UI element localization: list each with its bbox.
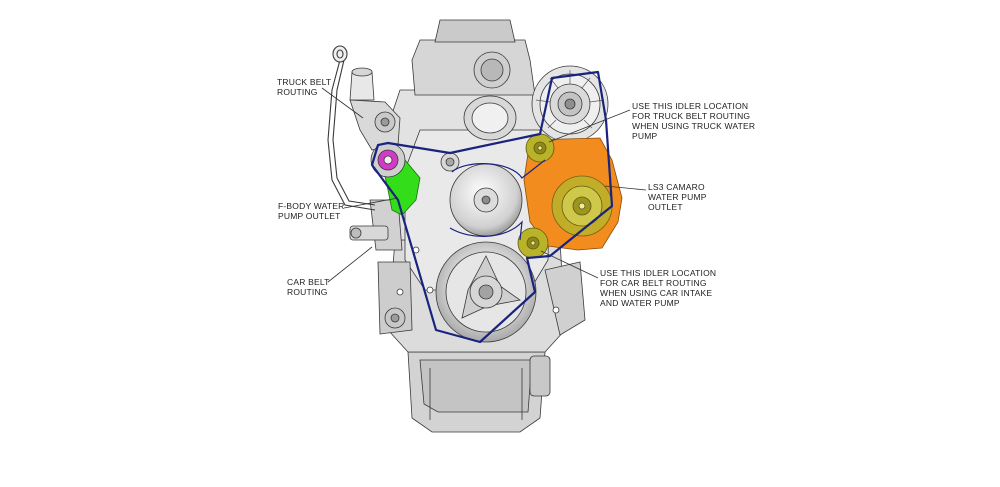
tensioner-pulley xyxy=(370,142,406,178)
callout-car-belt-routing: CAR BELT ROUTING xyxy=(287,277,330,297)
dipstick xyxy=(327,45,376,211)
callout-line: CAR BELT xyxy=(287,277,330,287)
callout-line: ROUTING xyxy=(277,87,318,97)
leader-fbody-outlet xyxy=(343,197,399,209)
callout-line: ROUTING xyxy=(287,287,328,297)
ls3-water-pump xyxy=(551,175,613,237)
callout-truck-belt-routing: TRUCK BELT ROUTING xyxy=(277,77,331,97)
callout-line: PUMP OUTLET xyxy=(278,211,341,221)
callout-line: WHEN USING CAR INTAKE xyxy=(600,288,713,298)
small-idler-pulley xyxy=(440,152,460,172)
callout-fbody-water-pump-outlet: F-BODY WATER PUMP OUTLET xyxy=(278,201,344,221)
callout-line: PUMP xyxy=(632,131,658,141)
callout-line: USE THIS IDLER LOCATION xyxy=(600,268,717,278)
callout-truck-idler-location: USE THIS IDLER LOCATION FOR TRUCK BELT R… xyxy=(632,101,755,141)
leader-car-belt xyxy=(327,246,373,283)
water-pump-pulley xyxy=(449,163,523,237)
callout-line: F-BODY WATER xyxy=(278,201,345,211)
truck-idler-pulley xyxy=(525,133,555,163)
leader-car-idler xyxy=(540,250,599,279)
callout-line: OUTLET xyxy=(648,202,683,212)
callout-ls3-camaro-outlet: LS3 CAMARO WATER PUMP OUTLET xyxy=(648,182,707,212)
callout-line: WHEN USING TRUCK WATER xyxy=(632,121,756,131)
callout-car-idler-location: USE THIS IDLER LOCATION FOR CAR BELT ROU… xyxy=(600,268,716,308)
callout-line: TRUCK BELT xyxy=(277,77,332,87)
leader-lines xyxy=(321,87,647,283)
leader-truck-idler xyxy=(548,109,631,143)
callout-line: FOR TRUCK BELT ROUTING xyxy=(632,111,751,121)
callout-line: WATER PUMP xyxy=(648,192,707,202)
crank-damper xyxy=(435,241,537,343)
power-steering-pump xyxy=(349,67,401,151)
leader-ls3-outlet xyxy=(604,185,647,191)
callout-line: FOR CAR BELT ROUTING xyxy=(600,278,707,288)
callout-line: AND WATER PUMP xyxy=(600,298,680,308)
leader-truck-belt xyxy=(321,87,364,119)
serpentine-belt-inner xyxy=(449,159,546,241)
serpentine-belt xyxy=(370,70,614,344)
car-idler-pulley xyxy=(517,227,549,259)
callout-line: USE THIS IDLER LOCATION xyxy=(632,101,749,111)
alternator xyxy=(531,65,609,143)
callout-line: LS3 CAMARO xyxy=(648,182,705,192)
